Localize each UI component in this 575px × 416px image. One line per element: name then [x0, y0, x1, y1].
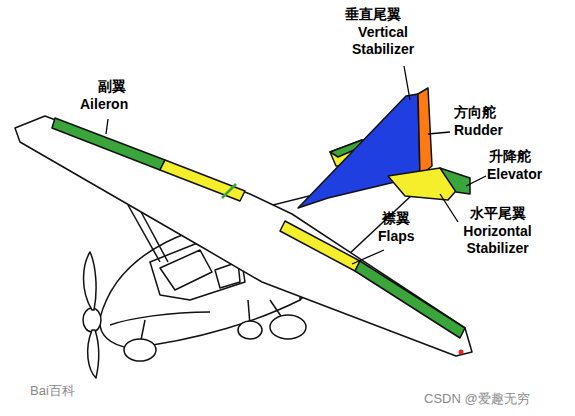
chinese-label: 升降舵 — [489, 148, 531, 165]
watermark: CSDN @爱趣无穷 — [424, 390, 530, 407]
chinese-label: 垂直尾翼 — [345, 6, 401, 23]
chinese-label: 副翼 — [98, 78, 126, 95]
english-label: Horizontal Stabilizer — [450, 223, 545, 257]
english-label: Vertical Stabilizer — [338, 24, 428, 58]
english-label: Rudder — [454, 122, 503, 139]
watermark: Bai百科 — [30, 382, 75, 399]
chinese-label: 方向舵 — [454, 104, 496, 121]
chinese-label: 水平尾翼 — [470, 205, 526, 222]
english-label: Aileron — [80, 96, 128, 113]
english-label: Flaps — [378, 228, 415, 245]
chinese-label: 襟翼 — [382, 210, 410, 227]
english-label: Elevator — [487, 166, 542, 183]
